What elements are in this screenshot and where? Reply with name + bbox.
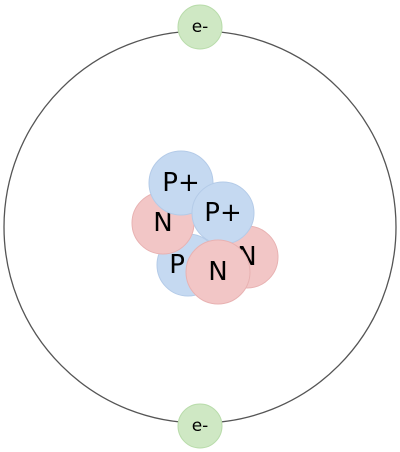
electron-bottom-label: e- (192, 416, 209, 436)
proton-2-label: P+ (204, 198, 241, 228)
neutron-1-label: N (153, 208, 172, 238)
electron-top-label: e- (192, 17, 209, 37)
neutron-2-label: N (208, 257, 227, 287)
electron-top: e- (177, 4, 223, 50)
electron-bottom: e- (177, 403, 223, 449)
proton-2: P+ (191, 181, 255, 245)
neutron-2: N (185, 239, 251, 305)
proton-1-label: P+ (162, 168, 199, 198)
nucleus: P+ N N P+ P+ N (131, 150, 279, 305)
